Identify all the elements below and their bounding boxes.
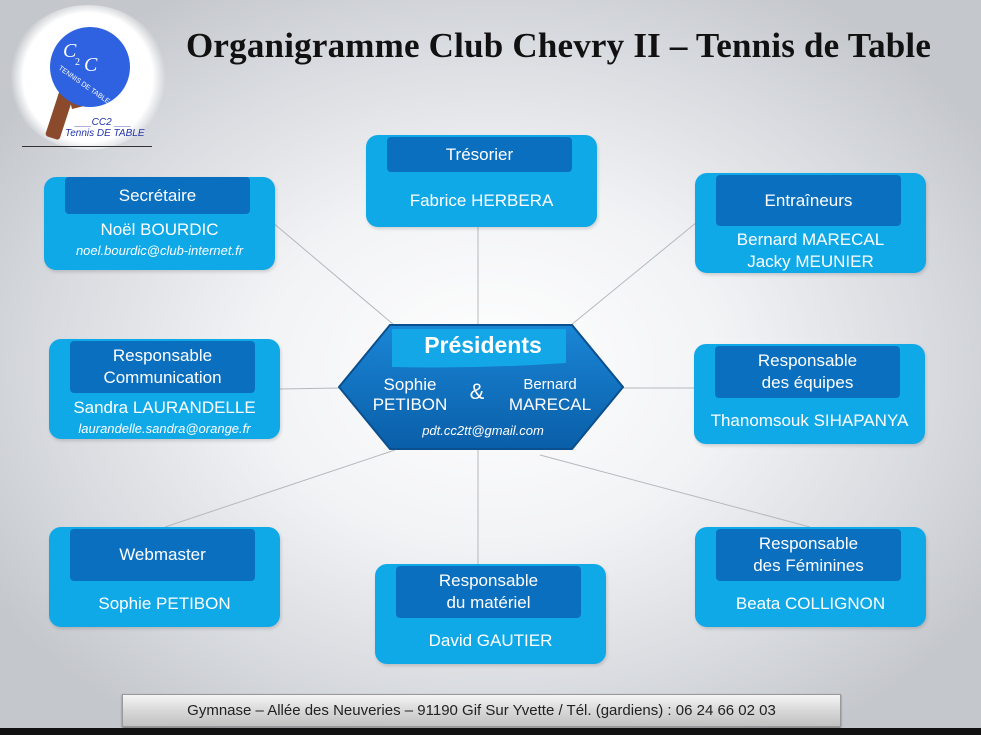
bottom-strip	[0, 728, 981, 735]
role-title-line: du matériel	[446, 593, 531, 612]
role-equipes: Responsable des équipes Thanomsouk SIHAP…	[694, 344, 925, 444]
role-name: David GAUTIER	[428, 631, 553, 650]
role-title-line: Responsable	[757, 351, 858, 370]
role-email[interactable]: laurandelle.sandra@orange.fr	[78, 421, 251, 436]
president-last-name: MARECAL	[508, 395, 592, 414]
role-email[interactable]: noel.bourdic@club-internet.fr	[75, 243, 244, 258]
role-title-line: Responsable	[758, 534, 859, 553]
role-entraineurs: Entraîneurs Bernard MARECAL Jacky MEUNIE…	[695, 173, 926, 273]
club-logo: C 2 C TENNIS DE TABLE ___CC2 ___ Tennis …	[8, 5, 168, 150]
presidents-email[interactable]: pdt.cc2tt@gmail.com	[422, 423, 544, 438]
presidents-title: Présidents	[424, 332, 542, 358]
role-title: Responsable des Féminines	[716, 529, 901, 581]
role-feminines: Responsable des Féminines Beata COLLIGNO…	[695, 527, 926, 627]
role-name: Noël BOURDIC	[100, 220, 219, 239]
role-webmaster: Webmaster Sophie PETIBON	[49, 527, 280, 627]
role-title: Entraîneurs	[716, 175, 901, 226]
role-title: Secrétaire	[65, 177, 250, 214]
president-first-name: Sophie	[383, 375, 437, 394]
svg-text:C: C	[63, 40, 77, 62]
role-name: Thanomsouk SIHAPANYA	[710, 411, 909, 430]
president-first-name: Bernard	[523, 376, 577, 393]
role-name: Sophie PETIBON	[98, 594, 231, 613]
svg-text:2: 2	[75, 57, 80, 68]
paddle-icon: C 2 C TENNIS DE TABLE ___CC2 ___ Tennis …	[45, 27, 145, 140]
president-1: Sophie PETIBON	[360, 375, 460, 415]
svg-text:C: C	[84, 54, 98, 76]
role-title: Responsable Communication	[70, 341, 255, 393]
role-title: Trésorier	[387, 137, 572, 172]
role-name: Fabrice HERBERA	[409, 191, 554, 210]
president-last-name: PETIBON	[372, 395, 448, 414]
role-secretaire: Secrétaire Noël BOURDIC noel.bourdic@clu…	[44, 177, 275, 270]
svg-text:___CC2 ___: ___CC2 ___	[74, 117, 131, 128]
role-materiel: Responsable du matériel David GAUTIER	[375, 564, 606, 664]
role-title: Webmaster	[70, 529, 255, 581]
role-name: Bernard MARECAL	[736, 230, 885, 249]
role-title: Responsable du matériel	[396, 566, 581, 618]
role-title-line: Responsable	[438, 571, 539, 590]
role-tresorier: Trésorier Fabrice HERBERA	[366, 135, 597, 227]
logo-underline	[22, 146, 152, 147]
svg-text:Tennis DE TABLE: Tennis DE TABLE	[65, 128, 145, 139]
role-title-line: Communication	[103, 368, 222, 387]
role-title-line: des équipes	[761, 373, 854, 392]
page-title: Organigramme Club Chevry II – Tennis de …	[186, 26, 932, 65]
role-name: Jacky MEUNIER	[747, 252, 874, 271]
footer-address: Gymnase – Allée des Neuveries – 91190 Gi…	[122, 694, 841, 727]
ampersand: &	[469, 379, 485, 404]
role-name: Sandra LAURANDELLE	[73, 398, 256, 417]
president-2: Bernard MARECAL	[494, 375, 606, 415]
presidents-hexagon: Présidents Sophie PETIBON & Bernard MARE…	[338, 323, 624, 451]
role-title: Responsable des équipes	[715, 346, 900, 398]
role-title-line: Responsable	[112, 346, 213, 365]
role-communication: Responsable Communication Sandra LAURAND…	[49, 339, 280, 439]
role-title-line: des Féminines	[753, 556, 864, 575]
role-name: Beata COLLIGNON	[735, 594, 886, 613]
